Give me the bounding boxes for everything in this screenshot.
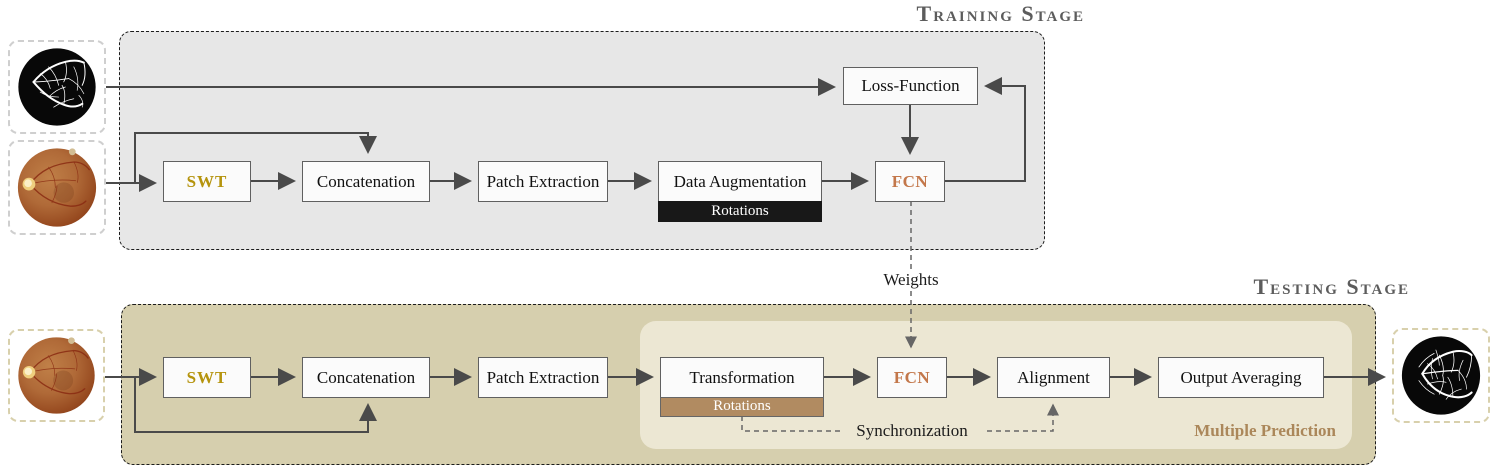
data-augmentation-label: Data Augmentation (673, 171, 807, 191)
box-patch-extraction-testing: Patch Extraction (478, 357, 608, 398)
testing-stage-title: Testing Stage (1253, 274, 1410, 299)
training-stage-title: Training Stage (916, 1, 1085, 26)
box-transformation: Transformation (660, 357, 824, 398)
box-swt-testing: SWT (163, 357, 251, 398)
weights-label: Weights (865, 270, 957, 290)
box-alignment: Alignment (997, 357, 1110, 398)
concatenation-label: Concatenation (316, 171, 416, 191)
vessel-mask-image (1401, 336, 1481, 415)
fundus-photo-image (17, 148, 97, 227)
transformation-label: Transformation (689, 367, 795, 387)
box-concatenation-training: Concatenation (302, 161, 430, 202)
swt-label: SWT (186, 171, 228, 191)
box-loss-function: Loss-Function (843, 67, 978, 105)
rotations-strip-testing: Rotations (660, 396, 824, 417)
box-fcn-testing: FCN (877, 357, 947, 398)
swt-label: SWT (186, 367, 228, 387)
box-output-averaging: Output Averaging (1158, 357, 1324, 398)
box-fcn-training: FCN (875, 161, 945, 202)
box-patch-extraction-training: Patch Extraction (478, 161, 608, 202)
rotations-strip-training: Rotations (658, 200, 822, 222)
rotations-label: Rotations (711, 202, 769, 219)
rotations-label: Rotations (713, 398, 771, 414)
patch-extraction-label: Patch Extraction (486, 171, 600, 191)
vessel-mask-image (18, 48, 96, 126)
fundus-image-frame-testing (8, 329, 105, 422)
box-swt-training: SWT (163, 161, 251, 202)
fundus-image-frame-training (8, 140, 106, 235)
loss-function-label: Loss-Function (861, 76, 960, 95)
concatenation-label: Concatenation (316, 367, 416, 387)
output-vessel-image-frame (1392, 328, 1490, 423)
synchronization-label: Synchronization (841, 421, 983, 441)
box-concatenation-testing: Concatenation (302, 357, 430, 398)
box-data-augmentation: Data Augmentation (658, 161, 822, 202)
patch-extraction-label: Patch Extraction (486, 367, 600, 387)
fundus-photo-image (18, 337, 95, 414)
multiple-prediction-label: Multiple Prediction (1194, 421, 1336, 440)
output-averaging-label: Output Averaging (1180, 367, 1302, 387)
fcn-label: FCN (891, 171, 929, 191)
fcn-label: FCN (893, 367, 931, 387)
ground-truth-image-frame (8, 40, 106, 134)
alignment-label: Alignment (1017, 367, 1090, 387)
